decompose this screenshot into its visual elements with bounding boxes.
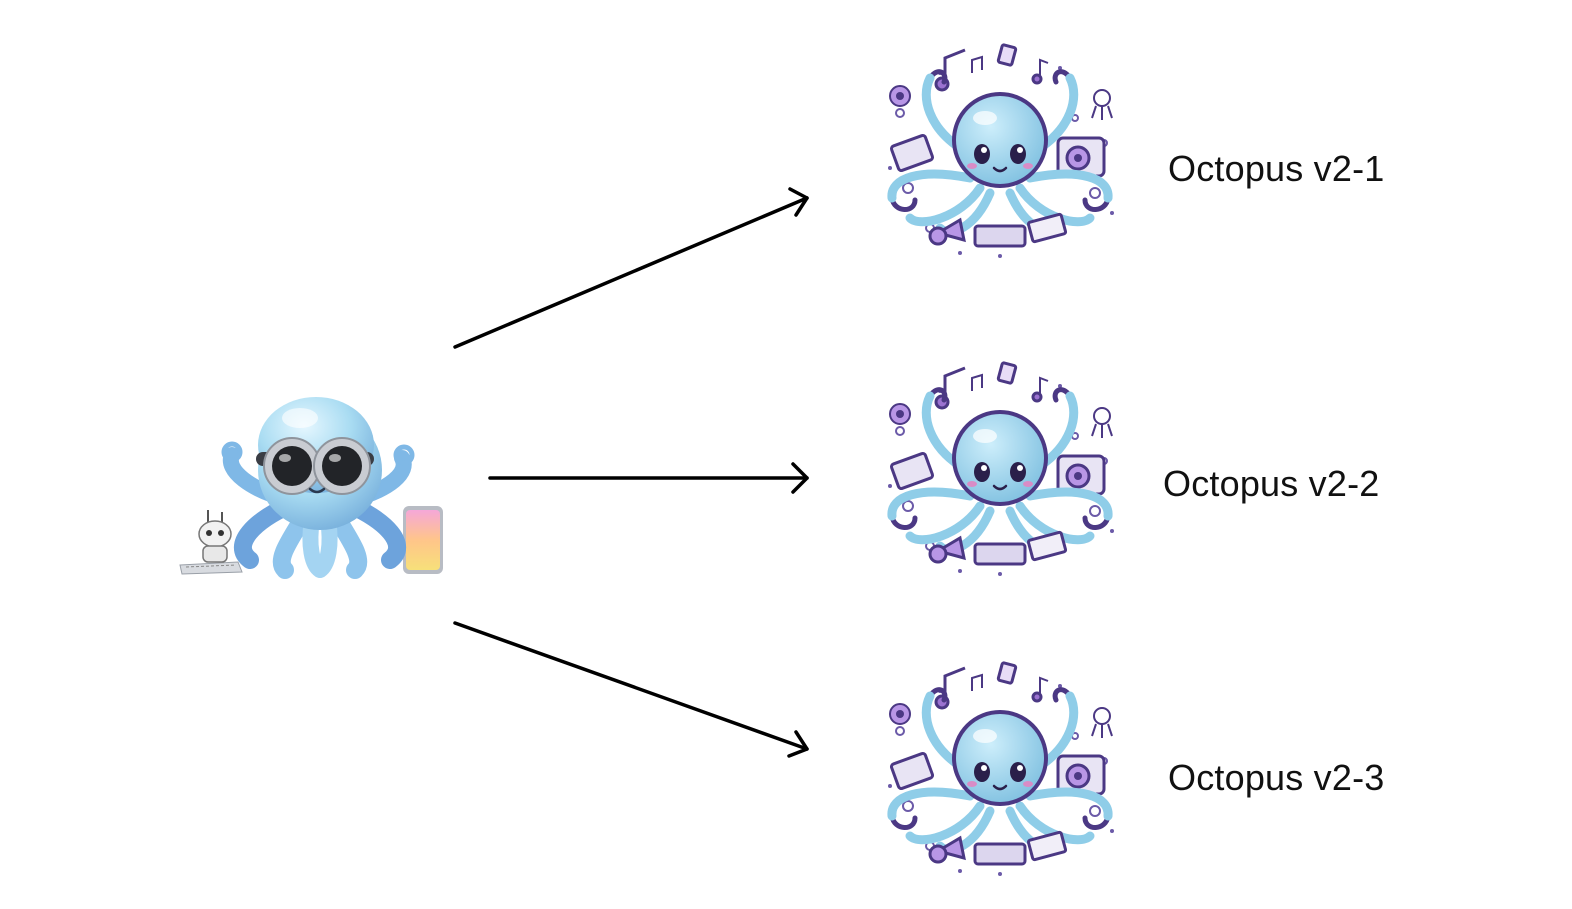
cartoon-octopus-icon-1 — [888, 44, 1114, 258]
target-label-v2-2: Octopus v2-2 — [1163, 463, 1380, 504]
goggles-icon — [256, 437, 374, 495]
keyboard-icon — [179, 561, 243, 575]
arrow-to-v2-3 — [453, 621, 809, 758]
cartoon-octopus-icon-2 — [888, 362, 1114, 576]
arrow-to-v2-1 — [453, 187, 809, 349]
octopus-with-goggles-icon — [179, 397, 443, 579]
cartoon-octopus-icon-3 — [888, 662, 1114, 876]
smartphone-icon — [403, 506, 443, 574]
target-label-v2-3: Octopus v2-3 — [1168, 757, 1385, 798]
arrow-to-v2-2 — [488, 462, 809, 494]
target-label-v2-1: Octopus v2-1 — [1168, 148, 1385, 189]
robot-icon — [198, 510, 232, 563]
